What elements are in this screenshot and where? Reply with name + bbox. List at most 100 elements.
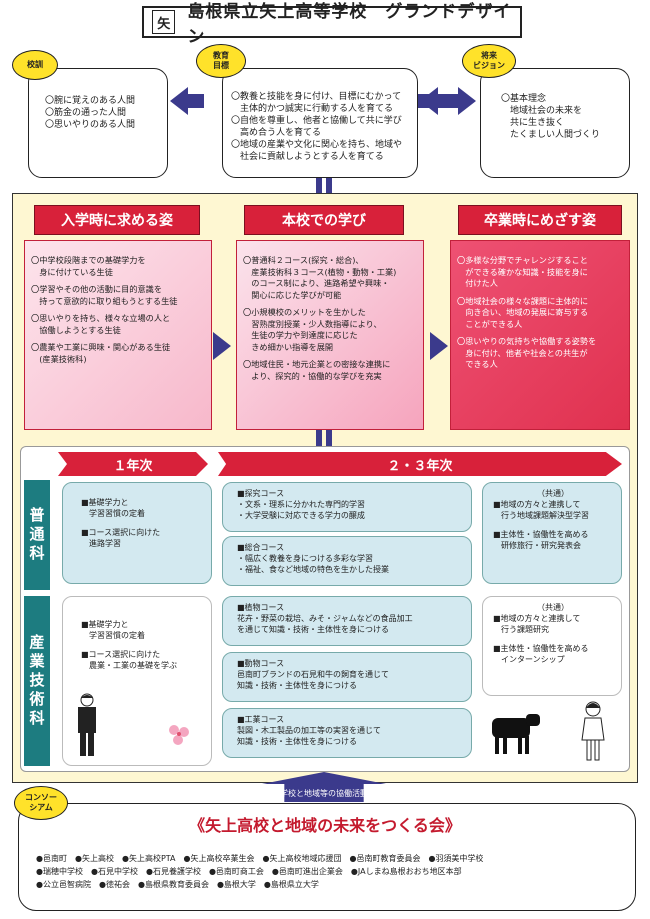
student-icon bbox=[70, 692, 104, 760]
year23-bar: ２・３年次 bbox=[218, 452, 622, 476]
sogo-line: ・福祉、食など地域の特色を生かした授業 bbox=[237, 564, 463, 575]
connector-icon bbox=[326, 430, 332, 446]
col3-item: 〇思いやりの気持ちや協働する姿勢を 身に付け、他者や社会との共生が できる人 bbox=[457, 336, 623, 371]
year1-bar: １年次 bbox=[58, 452, 208, 476]
sangyo-common-line: （共通） bbox=[493, 602, 613, 613]
kyoiku-item: 〇地域の産業や文化に関心を持ち、地域や bbox=[231, 139, 409, 151]
consortium-tag-line1: コンソー bbox=[25, 793, 57, 803]
dobutsu-line: 知識・技術・主体性を身につける bbox=[237, 680, 463, 691]
col3-box: 〇多様な分野でチャレンジすること ができる確かな知識・技能を身に 付けた人 〇地… bbox=[450, 240, 630, 430]
kyoiku-tag-line2: 目標 bbox=[213, 61, 229, 71]
futsu-label: 普通科 bbox=[24, 480, 50, 590]
col1-header: 入学時に求める姿 bbox=[34, 205, 200, 235]
connector-icon bbox=[326, 178, 332, 193]
connector-icon bbox=[316, 430, 322, 446]
futsu-common-line: ■主体性・協働性を高める bbox=[493, 529, 613, 540]
kyoiku-item: 〇教養と技能を身に付け、目標にむかって bbox=[231, 91, 409, 103]
col1-item: 〇学習やその他の活動に目的意識を 持って意欲的に取り組もうとする生徒 bbox=[31, 284, 205, 307]
spacer bbox=[81, 519, 203, 527]
kokun-tag-label: 校訓 bbox=[27, 60, 43, 70]
sogo-line: ■総合コース bbox=[237, 542, 463, 553]
kokun-item: 〇筋金の通った人間 bbox=[45, 107, 159, 119]
cow-icon bbox=[482, 708, 544, 756]
school-crest: 矢 bbox=[152, 10, 175, 34]
col1-box: 〇中学校段階までの基礎学力を 身に付けている生徒 〇学習やその他の活動に目的意識… bbox=[24, 240, 212, 430]
sangyo-common-line: インターンシップ bbox=[493, 654, 613, 665]
kyoiku-box: 〇教養と技能を身に付け、目標にむかって 主体的かつ誠実に行動する人を育てる 〇自… bbox=[222, 68, 418, 178]
connector-icon bbox=[316, 178, 322, 193]
spacer bbox=[493, 521, 613, 529]
col2-box: 〇普通科２コース(探究・総合)、 産業技術科３コース(植物・動物・工業) のコー… bbox=[236, 240, 424, 430]
vision-item: 〇基本理念 bbox=[501, 93, 621, 105]
tankyu-box: ■探究コース ・文系・理系に分かれた専門的学習 ・大学受験に対応できる学力の醸成 bbox=[222, 482, 472, 532]
col1-item: 〇農業や工業に興味・関心がある生徒 (産業技術科) bbox=[31, 342, 205, 365]
kogyo-line: ■工業コース bbox=[237, 714, 463, 725]
sangyo-y1-line: 農業・工業の基礎を学ぶ bbox=[81, 660, 203, 671]
shokubutsu-box: ■植物コース 花卉・野菜の栽培、みそ・ジャムなどの食品加工 を通じて知識・技術・… bbox=[222, 596, 472, 646]
col2-item: 〇小規模校のメリットを生かした 習熟度別授業・少人数指導により、 生徒の学力や到… bbox=[243, 307, 417, 353]
shokubutsu-line: 花卉・野菜の栽培、みそ・ジャムなどの食品加工 bbox=[237, 613, 463, 624]
sogo-line: ・幅広く教養を身につける多彩な学習 bbox=[237, 553, 463, 564]
member-line: ●公立邑智病院 ●徳祐会 ●島根県教育委員会 ●島根大学 ●島根県立大学 bbox=[36, 878, 632, 891]
col3-item: 〇多様な分野でチャレンジすること ができる確かな知識・技能を身に 付けた人 bbox=[457, 255, 623, 290]
arrow-right-icon bbox=[458, 87, 476, 115]
page-header: 矢 島根県立矢上高等学校 グランドデザイン bbox=[142, 6, 522, 38]
shokubutsu-line: ■植物コース bbox=[237, 602, 463, 613]
futsu-y1-line: ■コース選択に向けた bbox=[81, 527, 203, 538]
vision-tag-line2: ビジョン bbox=[473, 61, 505, 71]
kyoiku-item: 社会に貢献しようとする人を育てる bbox=[231, 151, 409, 163]
vision-item: 共に生き抜く bbox=[501, 117, 621, 129]
flower-icon bbox=[164, 720, 194, 750]
col1-item: 〇中学校段階までの基礎学力を 身に付けている生徒 bbox=[31, 255, 205, 278]
kogyo-line: 製図・木工製品の加工等の実習を通じて bbox=[237, 725, 463, 736]
page-title: 島根県立矢上高等学校 グランドデザイン bbox=[187, 0, 520, 47]
consortium-title: 《矢上高校と地域の未来をつくる会》 bbox=[140, 812, 510, 836]
dobutsu-line: ■動物コース bbox=[237, 658, 463, 669]
vision-tag: 将来 ビジョン bbox=[462, 44, 516, 78]
member-line: ●邑南町 ●矢上高校 ●矢上高校PTA ●矢上高校卒業生会 ●矢上高校地域応援団… bbox=[36, 852, 632, 865]
spacer bbox=[493, 635, 613, 643]
kyoiku-tag: 教育 目標 bbox=[196, 44, 246, 78]
futsu-y1-line: 学習習慣の定着 bbox=[81, 508, 203, 519]
kokun-box: 〇腕に覚えのある人間 〇筋金の通った人間 〇思いやりのある人間 bbox=[28, 68, 168, 178]
consortium-tag: コンソー シアム bbox=[14, 786, 68, 820]
arrow-body bbox=[186, 94, 204, 108]
futsu-common-line: （共通） bbox=[493, 488, 613, 499]
consortium-tag-line2: シアム bbox=[29, 803, 52, 813]
kyoiku-item: 主体的かつ誠実に行動する人を育てる bbox=[231, 103, 409, 115]
sogo-box: ■総合コース ・幅広く教養を身につける多彩な学習 ・福祉、食など地域の特色を生か… bbox=[222, 536, 472, 586]
student-girl-icon bbox=[578, 700, 608, 762]
kokun-item: 〇思いやりのある人間 bbox=[45, 119, 159, 131]
vision-tag-line1: 将来 bbox=[481, 51, 497, 61]
member-list: ●邑南町 ●矢上高校 ●矢上高校PTA ●矢上高校卒業生会 ●矢上高校地域応援団… bbox=[36, 852, 632, 891]
kokun-tag: 校訓 bbox=[12, 50, 58, 80]
sangyo-common-line: ■主体性・協働性を高める bbox=[493, 643, 613, 654]
sangyo-y1-line: ■コース選択に向けた bbox=[81, 649, 203, 660]
tankyu-line: ・文系・理系に分かれた専門的学習 bbox=[237, 499, 463, 510]
member-line: ●瑞穂中学校 ●石見中学校 ●石見養護学校 ●邑南町商工会 ●邑南町進出企業会 … bbox=[36, 865, 632, 878]
tankyu-line: ■探究コース bbox=[237, 488, 463, 499]
arrow-left-icon bbox=[420, 87, 438, 115]
futsu-common-line: ■地域の方々と連携して bbox=[493, 499, 613, 510]
kyoiku-tag-line1: 教育 bbox=[213, 51, 229, 61]
futsu-y1-line: 進路学習 bbox=[81, 538, 203, 549]
sangyo-common-box: （共通） ■地域の方々と連携して 行う課題研究 ■主体性・協働性を高める インタ… bbox=[482, 596, 622, 696]
futsu-common-line: 研修旅行・研究発表会 bbox=[493, 540, 613, 551]
futsu-y1-line: ■基礎学力と bbox=[81, 497, 203, 508]
vision-item: たくましい人間づくり bbox=[501, 129, 621, 141]
sangyo-common-line: 行う課題研究 bbox=[493, 624, 613, 635]
sangyo-common-line: ■地域の方々と連携して bbox=[493, 613, 613, 624]
col2-header: 本校での学び bbox=[244, 205, 404, 235]
arrow-right-icon bbox=[430, 332, 448, 360]
vision-box: 〇基本理念 地域社会の未来を 共に生き抜く たくましい人間づくり bbox=[480, 68, 630, 178]
shokubutsu-line: を通じて知識・技術・主体性を身につける bbox=[237, 624, 463, 635]
spacer bbox=[81, 641, 203, 649]
futsu-common-box: （共通） ■地域の方々と連携して 行う地域課題解決型学習 ■主体性・協働性を高め… bbox=[482, 482, 622, 584]
arrow-left-icon bbox=[170, 87, 188, 115]
dobutsu-box: ■動物コース 邑南町ブランドの石見和牛の飼育を通じて 知識・技術・主体性を身につ… bbox=[222, 652, 472, 702]
futsu-common-line: 行う地域課題解決型学習 bbox=[493, 510, 613, 521]
col1-item: 〇思いやりを持ち、様々な立場の人と 協働しようとする生徒 bbox=[31, 313, 205, 336]
kogyo-box: ■工業コース 製図・木工製品の加工等の実習を通じて 知識・技術・主体性を身につけ… bbox=[222, 708, 472, 758]
kokun-item: 〇腕に覚えのある人間 bbox=[45, 95, 159, 107]
kyoiku-item: 〇自他を尊重し、他者と協働して共に学び bbox=[231, 115, 409, 127]
